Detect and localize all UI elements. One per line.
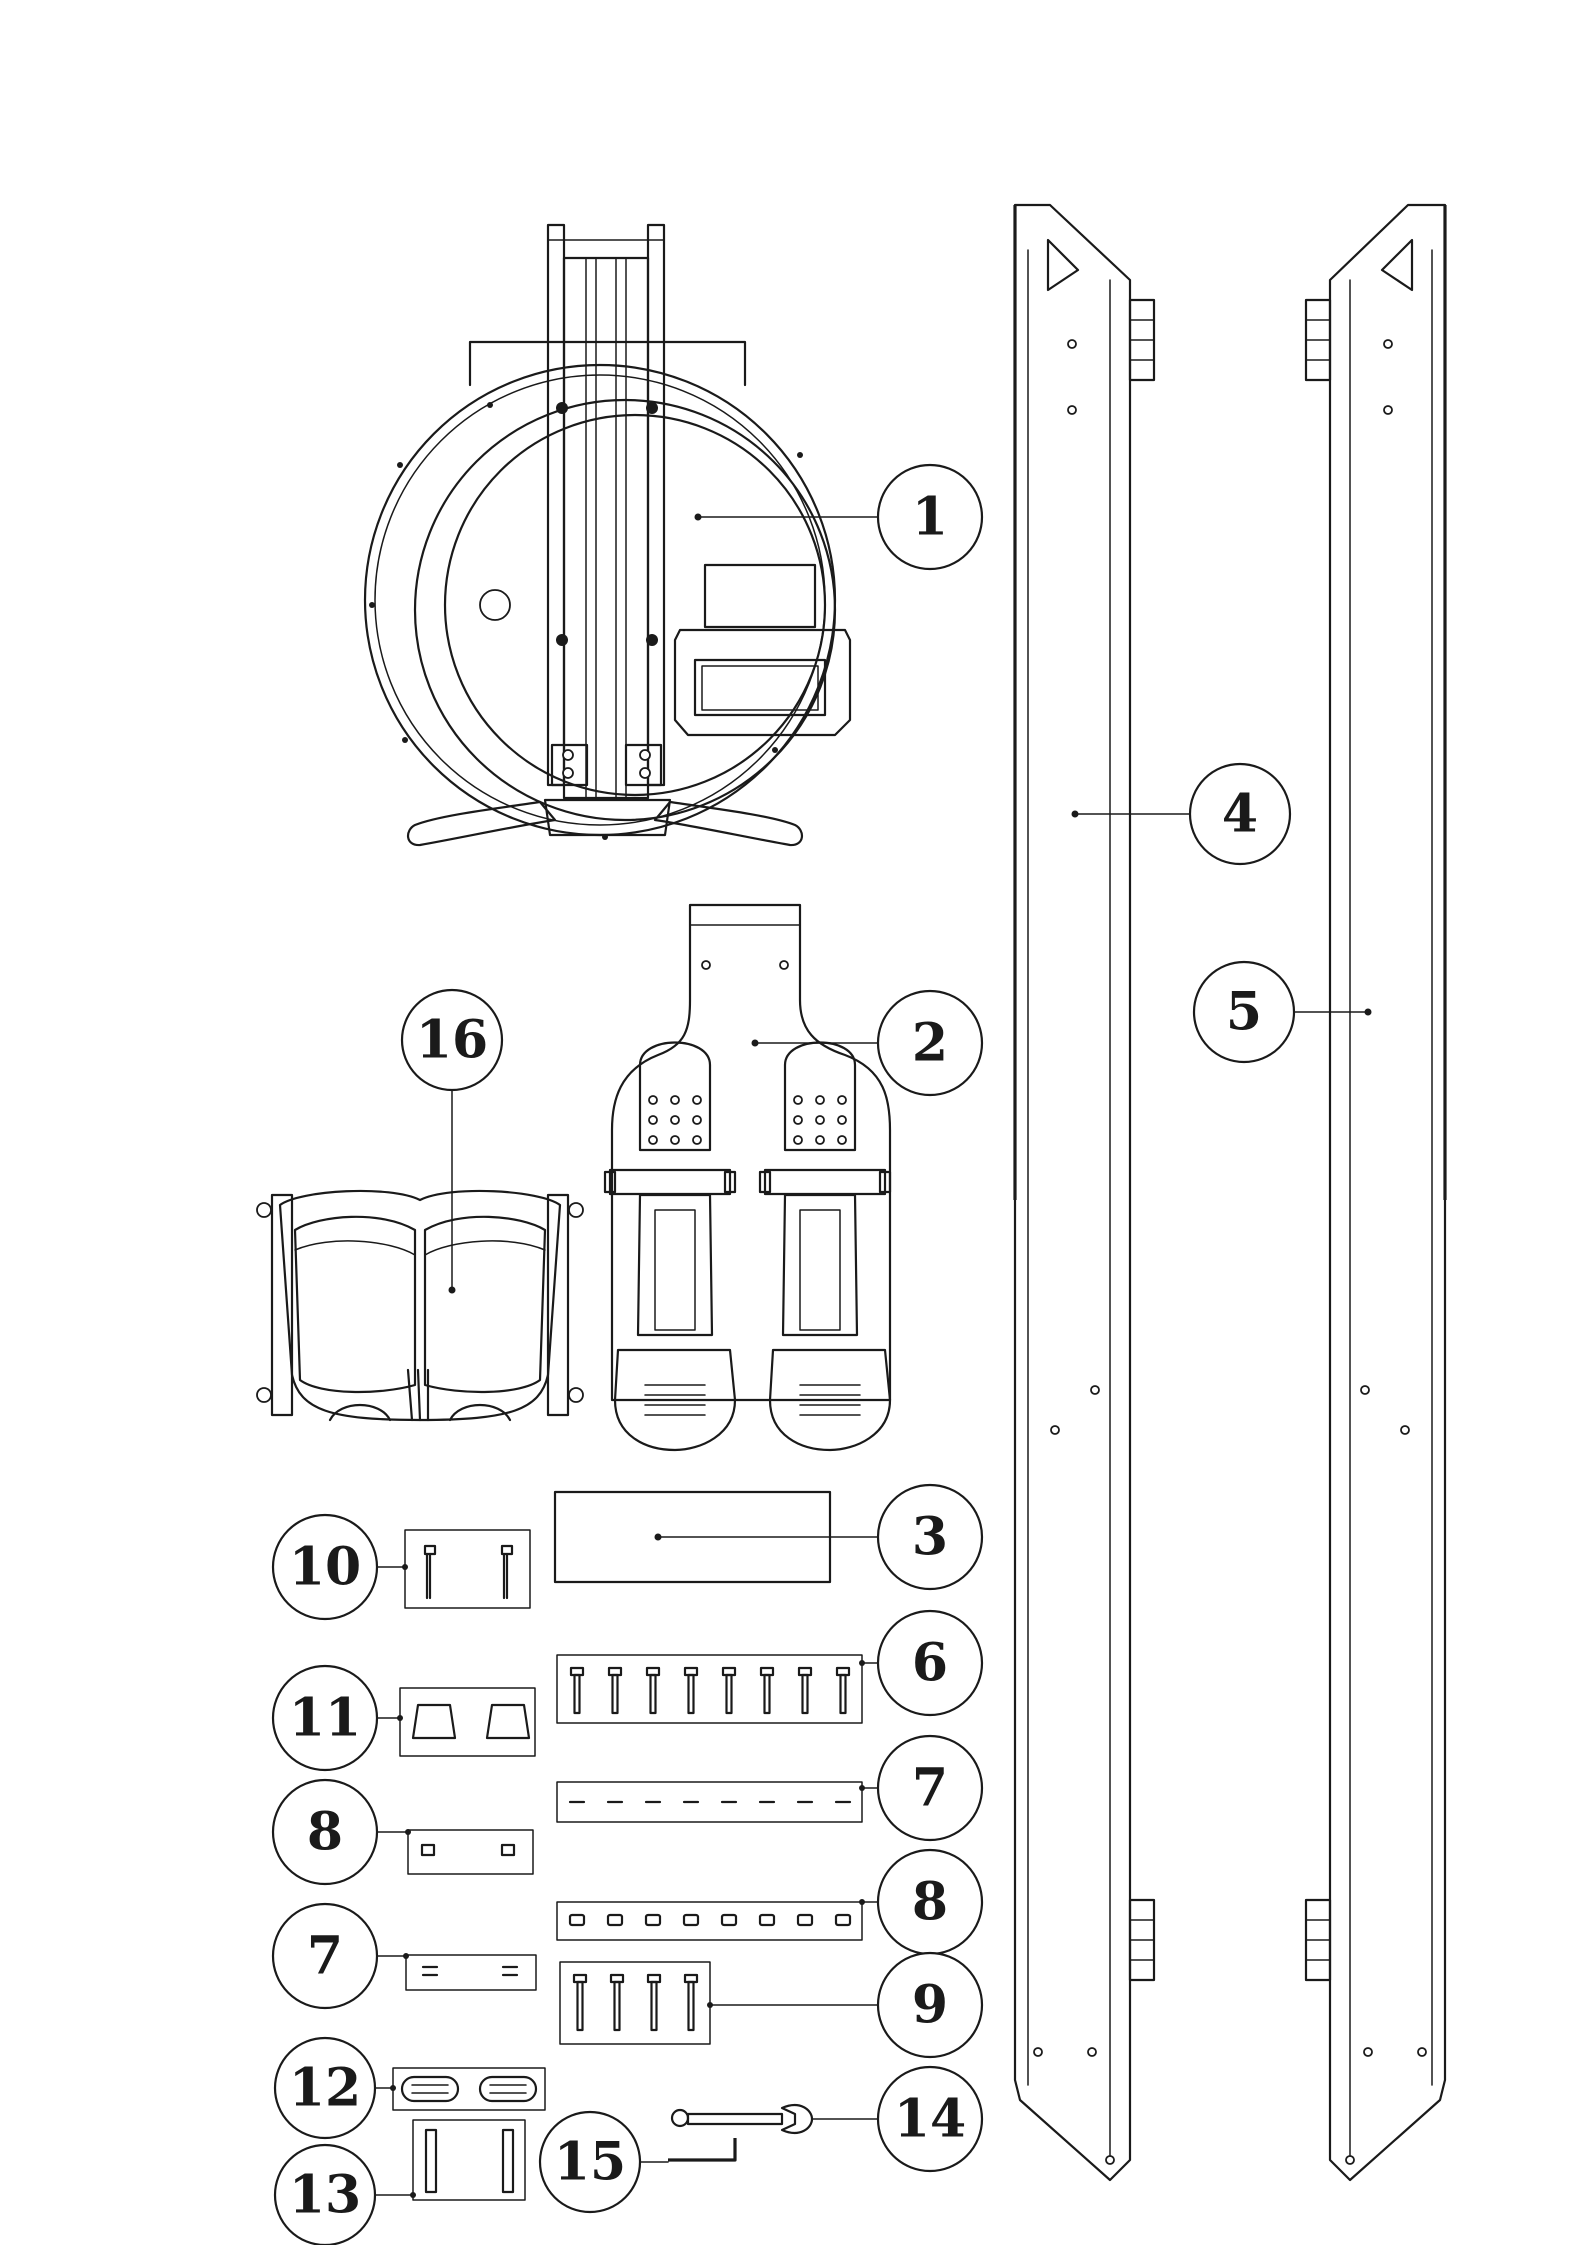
bolt-9: [611, 1975, 623, 2030]
rail-left-part: [1015, 205, 1190, 2180]
callout-9: 9: [878, 1953, 982, 2057]
bolt-6: [571, 1668, 583, 1713]
bolt-6: [609, 1668, 621, 1713]
callout-13: 13: [275, 2145, 375, 2245]
foot-rest-part: [605, 905, 890, 1450]
part-6-bolts: [557, 1655, 878, 1723]
part-11-caps: [375, 1688, 535, 1756]
part-3-pad: [555, 1492, 878, 1582]
callout-4: 4: [1190, 764, 1290, 864]
svg-text:6: 6: [912, 1633, 948, 1694]
svg-text:1: 1: [912, 487, 948, 548]
callout-10: 10: [273, 1515, 377, 1619]
callout-3: 3: [878, 1485, 982, 1589]
bolt-9: [648, 1975, 660, 2030]
part-7-washers-small: [375, 1953, 536, 1990]
allen-key-part: [628, 2138, 735, 2162]
bolt-6: [799, 1668, 811, 1713]
bolt-6: [647, 1668, 659, 1713]
svg-text:7: 7: [307, 1926, 343, 1987]
callout-8-large: 8: [878, 1850, 982, 1954]
nut-8: [760, 1915, 774, 1925]
svg-text:3: 3: [912, 1507, 948, 1568]
svg-text:8: 8: [307, 1802, 343, 1863]
callout-1: 1: [878, 465, 982, 569]
svg-text:10: 10: [289, 1537, 361, 1598]
part-9-bolts: [560, 1962, 878, 2044]
svg-text:4: 4: [1222, 784, 1258, 845]
svg-text:9: 9: [912, 1975, 948, 2036]
svg-text:16: 16: [416, 1010, 488, 1071]
callout-6: 6: [878, 1611, 982, 1715]
svg-text:7: 7: [912, 1758, 948, 1819]
nut-8: [646, 1915, 660, 1925]
main-frame-part: [365, 225, 878, 845]
callout-7-small: 7: [273, 1904, 377, 2008]
nut-8: [798, 1915, 812, 1925]
svg-text:12: 12: [289, 2058, 361, 2119]
bolt-6: [723, 1668, 735, 1713]
rail-right-part: [1292, 205, 1445, 2180]
part-13-axles: [375, 2120, 525, 2200]
bolt-9: [685, 1975, 697, 2030]
part-8-nuts-large: [557, 1899, 878, 1940]
callout-5: 5: [1194, 962, 1294, 1062]
seat-part: [257, 1090, 583, 1420]
bolt-6: [685, 1668, 697, 1713]
callout-7-large: 7: [878, 1736, 982, 1840]
callout-15: 15: [540, 2112, 640, 2212]
svg-text:5: 5: [1226, 982, 1262, 1043]
svg-text:15: 15: [554, 2132, 626, 2193]
svg-text:14: 14: [894, 2089, 966, 2150]
svg-text:13: 13: [289, 2165, 361, 2226]
right-pedal: [760, 1043, 890, 1451]
bolt-6: [837, 1668, 849, 1713]
part-7-washers-large: [557, 1782, 878, 1822]
callout-8-small: 8: [273, 1780, 377, 1884]
svg-text:2: 2: [912, 1013, 948, 1074]
callout-14: 14: [878, 2067, 982, 2171]
part-8-nuts-small: [375, 1829, 533, 1874]
part-12-rollers: [368, 2068, 545, 2110]
callout-12: 12: [275, 2038, 375, 2138]
nut-8: [570, 1915, 584, 1925]
wrench-part: [672, 2105, 878, 2133]
part-10-bolts: [375, 1530, 530, 1608]
nut-8: [684, 1915, 698, 1925]
nut-8: [608, 1915, 622, 1925]
callout-16: 16: [402, 990, 502, 1090]
bolt-9: [574, 1975, 586, 2030]
nut-8: [836, 1915, 850, 1925]
bolt-6: [761, 1668, 773, 1713]
svg-text:11: 11: [289, 1688, 361, 1749]
left-pedal: [605, 1043, 735, 1451]
nut-8: [722, 1915, 736, 1925]
callout-2: 2: [878, 991, 982, 1095]
svg-text:8: 8: [912, 1872, 948, 1933]
callout-11: 11: [273, 1666, 377, 1770]
